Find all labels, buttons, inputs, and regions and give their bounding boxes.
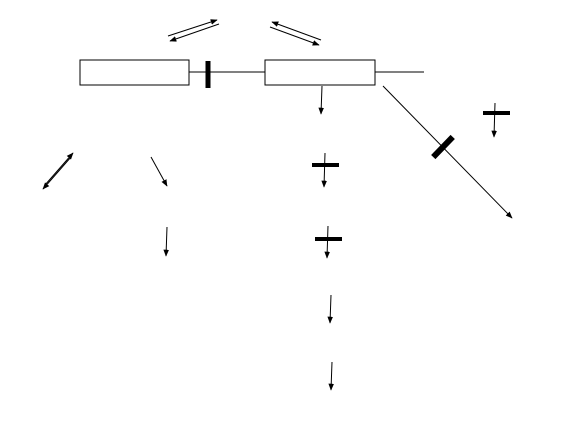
reversible-arrow-far-left-back [42, 156, 72, 190]
connector-blocker [205, 61, 211, 88]
left-block [79, 59, 190, 86]
arrows [42, 19, 513, 391]
down-arrow-middle-3 [327, 294, 334, 324]
reversible-arrow-top-right-back [271, 21, 322, 41]
diagonal-blocker [431, 134, 455, 160]
reversible-arrow-top-left-back [169, 23, 220, 42]
inhibition-bars [312, 111, 510, 241]
down-arrow-left-1 [150, 156, 168, 187]
down-arrow-middle-4 [328, 361, 335, 391]
down-arrow-left-2 [163, 226, 170, 257]
reversible-arrow-far-left-forward [44, 152, 74, 186]
inhibition-bar-far-right [483, 111, 510, 115]
inhibited-arrow-far-right [491, 102, 497, 138]
inhibition-bar-middle-2 [315, 237, 342, 241]
inhibition-bar-middle-1 [312, 163, 339, 167]
inhibited-arrow-middle-1 [321, 152, 327, 188]
reversible-arrow-top-right-forward [269, 26, 320, 46]
reversible-arrow-top-left-forward [167, 19, 218, 37]
diagonal-output-arrow [382, 85, 513, 219]
inhibited-arrow-middle-2 [324, 225, 330, 259]
right-block [264, 59, 376, 86]
output-arrow-right-block [318, 85, 325, 115]
